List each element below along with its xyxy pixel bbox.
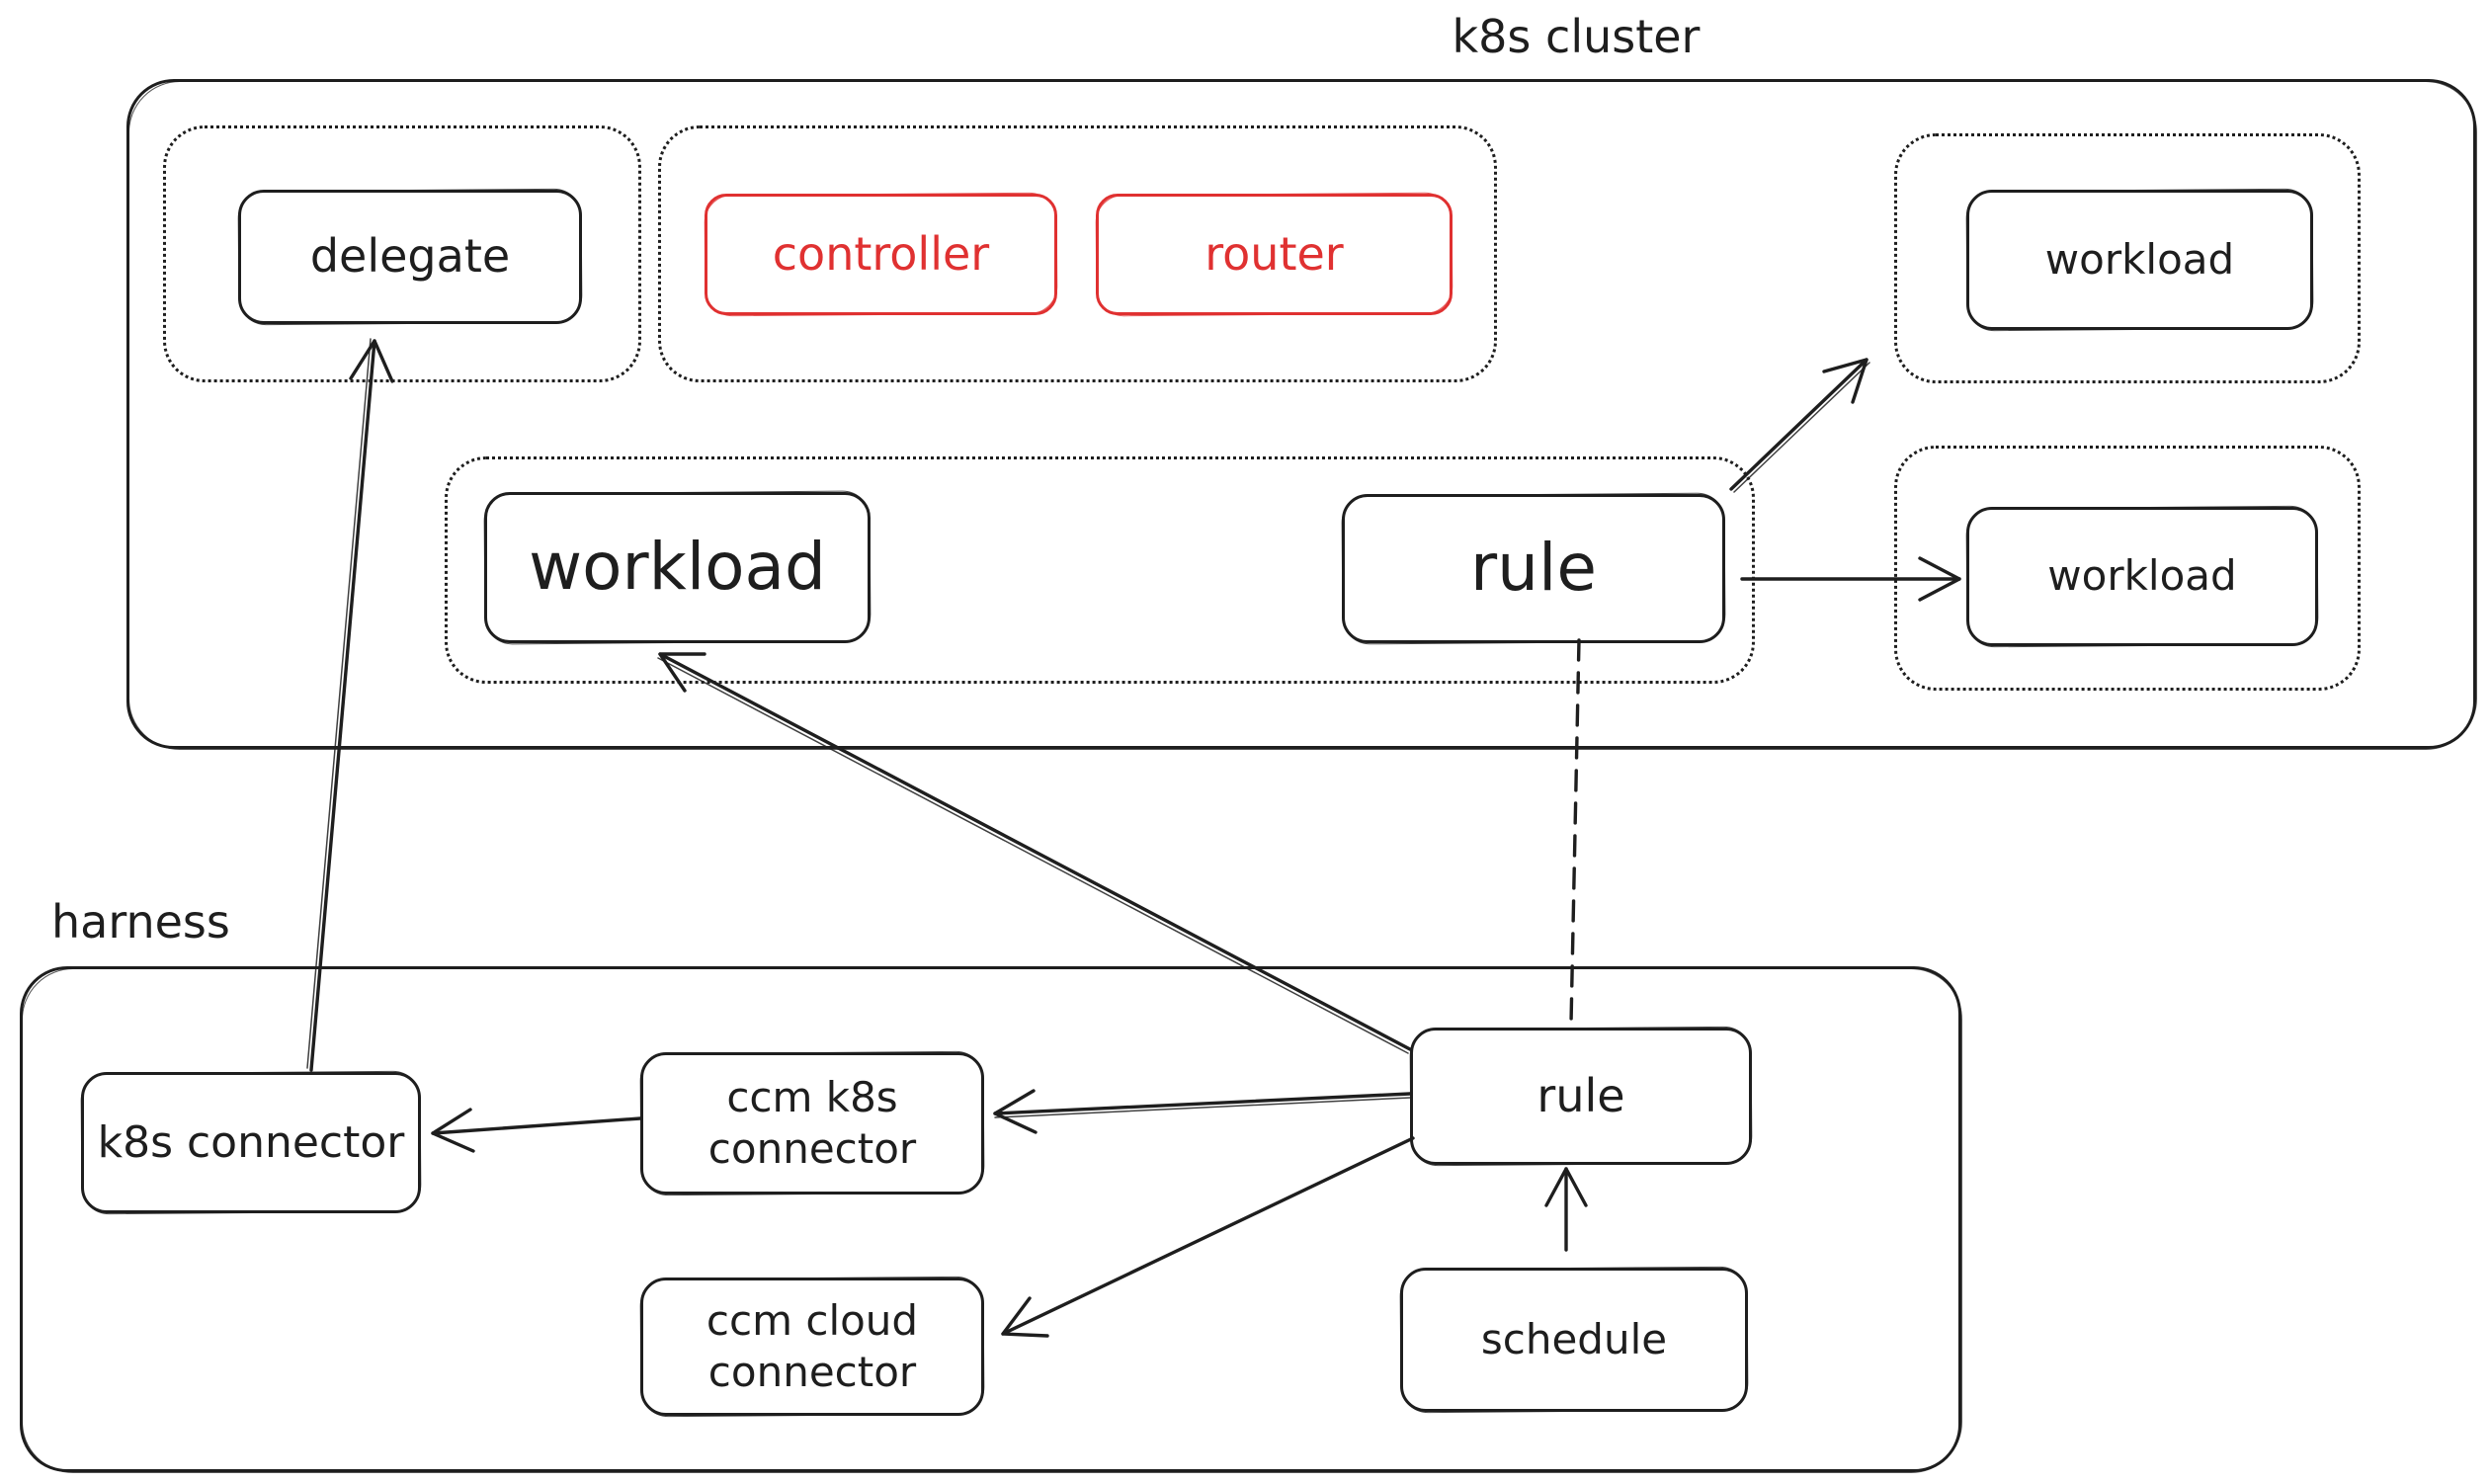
harness-title: harness — [51, 895, 230, 948]
node-rule-harness: rule — [1410, 1028, 1752, 1165]
node-workload-top-right: workload — [1966, 190, 2313, 330]
node-delegate: delegate — [238, 190, 582, 324]
node-router-label: router — [1204, 226, 1344, 281]
node-k8s-connector: k8s connector — [81, 1072, 421, 1213]
node-rule-harness-label: rule — [1536, 1068, 1625, 1122]
k8s-cluster-title: k8s cluster — [1452, 10, 1701, 63]
node-delegate-label: delegate — [309, 229, 511, 284]
node-ccm-k8s-connector-line1: ccm k8s — [726, 1072, 898, 1121]
node-ccm-cloud-connector: ccm cloud connector — [640, 1278, 984, 1416]
node-ccm-cloud-connector-line1: ccm cloud — [706, 1295, 919, 1345]
node-controller: controller — [705, 194, 1057, 315]
node-schedule-label: schedule — [1480, 1314, 1668, 1363]
node-router: router — [1096, 194, 1453, 315]
node-ccm-cloud-connector-line2: connector — [707, 1348, 917, 1396]
node-workload-main-label: workload — [529, 529, 826, 606]
node-rule-main: rule — [1342, 494, 1725, 643]
workload-group-top-right — [1894, 133, 2361, 383]
delegate-group — [163, 125, 641, 382]
controller-router-group — [658, 125, 1497, 382]
workload-group-bottom-right — [1894, 446, 2361, 691]
node-controller-label: controller — [772, 226, 990, 281]
node-ccm-k8s-connector: ccm k8s connector — [640, 1052, 984, 1195]
node-workload-top-right-label: workload — [2044, 234, 2235, 284]
node-k8s-connector-label: k8s connector — [97, 1117, 405, 1168]
node-ccm-k8s-connector-line2: connector — [707, 1124, 917, 1173]
node-rule-main-label: rule — [1470, 530, 1597, 607]
node-workload-bottom-right: workload — [1966, 507, 2318, 646]
node-workload-main: workload — [484, 492, 871, 643]
node-schedule: schedule — [1400, 1268, 1748, 1412]
node-workload-bottom-right-label: workload — [2047, 551, 2237, 601]
